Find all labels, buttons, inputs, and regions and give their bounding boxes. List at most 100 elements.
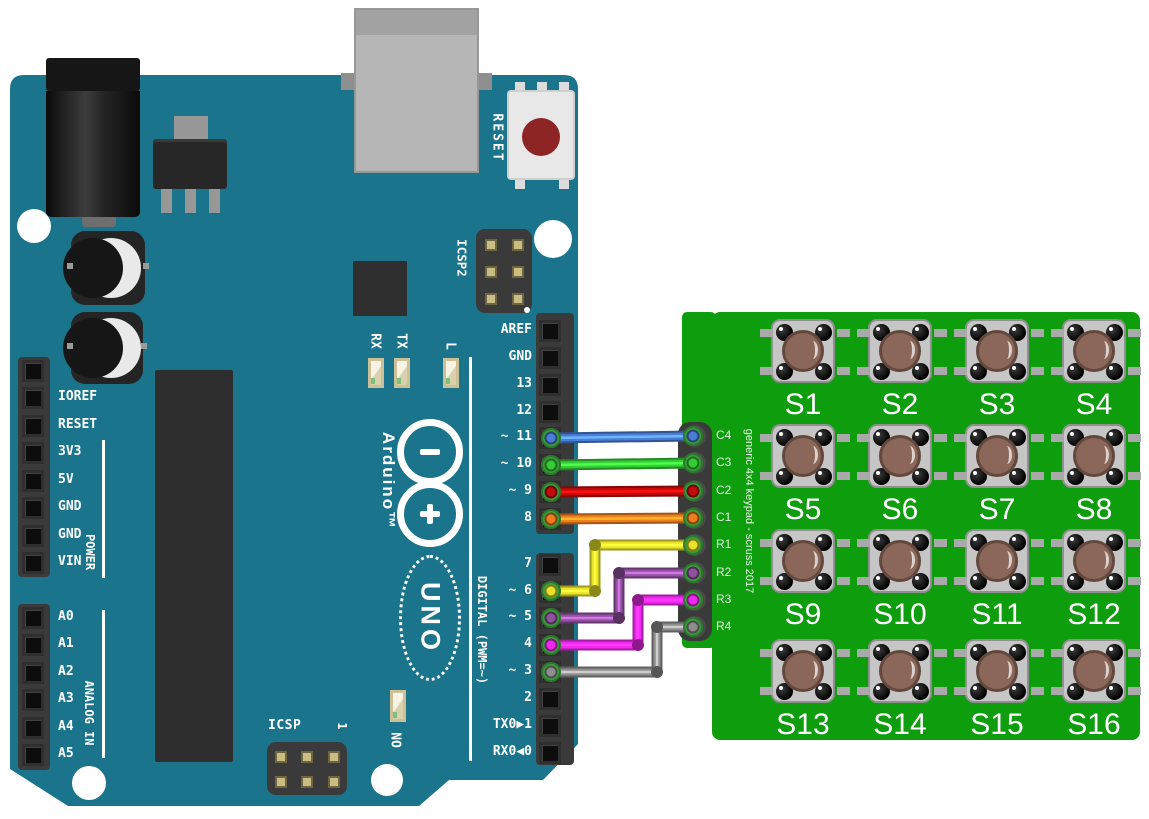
usb-tab-left xyxy=(341,73,354,90)
power-header-pin xyxy=(22,415,44,437)
power-pin-label: 3V3 xyxy=(58,444,82,459)
button-contact xyxy=(954,687,967,695)
keypad-button-label: S14 xyxy=(873,708,927,741)
digital-pin-label: ~ 11 xyxy=(500,429,532,444)
button-contact xyxy=(837,649,850,657)
button-leg xyxy=(1009,683,1026,700)
button-leg xyxy=(912,363,929,380)
button-cap[interactable] xyxy=(976,330,1018,372)
button-contact xyxy=(954,539,967,547)
keypad-socket-C3 xyxy=(684,452,706,474)
reset-button-cap[interactable] xyxy=(522,118,560,156)
keypad-button-label: S12 xyxy=(1067,598,1121,631)
keypad-button-S10[interactable] xyxy=(857,529,947,593)
keypad-socket-R4 xyxy=(684,616,706,638)
keypad-button-S9[interactable] xyxy=(760,529,850,593)
digital-header-bottom-pin xyxy=(539,688,561,710)
button-contact xyxy=(1128,472,1141,480)
keypad-button-S13[interactable] xyxy=(760,639,850,703)
mounting-hole xyxy=(17,209,51,243)
keypad-button-S12[interactable] xyxy=(1051,529,1141,593)
reset-button[interactable] xyxy=(507,90,575,180)
power-header-pin xyxy=(22,525,44,547)
button-contact xyxy=(934,649,947,657)
keypad-button-S1[interactable] xyxy=(760,319,850,383)
button-contact xyxy=(1051,367,1064,375)
button-cap[interactable] xyxy=(879,330,921,372)
keypad-silkscreen: generic 4x4 keypad - scruss 2017 xyxy=(743,428,755,594)
button-cap[interactable] xyxy=(976,435,1018,477)
button-contact xyxy=(857,649,870,657)
power-header-pin xyxy=(22,497,44,519)
button-contact xyxy=(857,472,870,480)
button-contact xyxy=(857,434,870,442)
digital-header-top-pin xyxy=(539,427,561,449)
on-led xyxy=(390,690,406,722)
keypad-button-S6[interactable] xyxy=(857,424,947,488)
keypad-button-S15[interactable] xyxy=(954,639,1044,703)
button-contact xyxy=(1128,329,1141,337)
analog-group-line xyxy=(102,610,105,758)
logo-minus-icon xyxy=(420,449,440,455)
button-cap[interactable] xyxy=(782,330,824,372)
button-cap[interactable] xyxy=(782,540,824,582)
button-contact xyxy=(1128,687,1141,695)
keypad-button-S14[interactable] xyxy=(857,639,947,703)
digital-header-top-pin xyxy=(539,320,561,342)
button-contact xyxy=(760,539,773,547)
button-cap[interactable] xyxy=(1073,330,1115,372)
button-contact xyxy=(857,329,870,337)
button-contact xyxy=(1031,577,1044,585)
button-contact xyxy=(837,367,850,375)
button-contact xyxy=(934,577,947,585)
l-led xyxy=(443,358,459,388)
button-cap[interactable] xyxy=(1073,650,1115,692)
button-cap[interactable] xyxy=(782,435,824,477)
digital-pin-label: ~ 6 xyxy=(508,583,532,598)
button-leg xyxy=(1106,683,1123,700)
icsp2-pin xyxy=(485,239,497,251)
keypad-button-S5[interactable] xyxy=(760,424,850,488)
button-cap[interactable] xyxy=(976,540,1018,582)
button-cap[interactable] xyxy=(879,435,921,477)
keypad-pin-label: R1 xyxy=(716,537,732,551)
keypad-button-S8[interactable] xyxy=(1051,424,1141,488)
digital-header-top-pin xyxy=(539,374,561,396)
button-cap[interactable] xyxy=(879,540,921,582)
keypad-button-S7[interactable] xyxy=(954,424,1044,488)
keypad-button-S3[interactable] xyxy=(954,319,1044,383)
keypad-button-label: S9 xyxy=(784,598,822,631)
keypad-button-S11[interactable] xyxy=(954,529,1044,593)
keypad-button-S4[interactable] xyxy=(1051,319,1141,383)
button-leg xyxy=(912,468,929,485)
keypad-socket-C4 xyxy=(684,425,706,447)
digital-pin-label: GND xyxy=(508,349,532,364)
digital-header-bottom-pin xyxy=(539,742,561,764)
keypad-button-label: S15 xyxy=(970,708,1024,741)
button-contact xyxy=(760,367,773,375)
button-cap[interactable] xyxy=(782,650,824,692)
regulator-tab xyxy=(174,116,208,140)
button-contact xyxy=(954,367,967,375)
button-cap[interactable] xyxy=(1073,540,1115,582)
button-contact xyxy=(857,577,870,585)
button-cap[interactable] xyxy=(879,650,921,692)
power-pin-label: GND xyxy=(58,527,82,542)
button-contact xyxy=(1051,434,1064,442)
keypad-pin-label: C3 xyxy=(716,455,732,469)
keypad-button-S16[interactable] xyxy=(1051,639,1141,703)
keypad-button-label: S13 xyxy=(776,708,830,741)
button-contact xyxy=(1128,649,1141,657)
button-contact xyxy=(837,687,850,695)
button-cap[interactable] xyxy=(976,650,1018,692)
keypad-button-S2[interactable] xyxy=(857,319,947,383)
power-jack-tip xyxy=(82,217,116,227)
button-contact xyxy=(837,329,850,337)
power-pin-label: GND xyxy=(58,499,82,514)
button-cap[interactable] xyxy=(1073,435,1115,477)
keypad-pin-label: R4 xyxy=(716,619,732,633)
tx-led xyxy=(394,358,410,388)
button-contact xyxy=(954,649,967,657)
reset-button-pin xyxy=(515,82,525,92)
usb-tab-right xyxy=(479,73,492,90)
